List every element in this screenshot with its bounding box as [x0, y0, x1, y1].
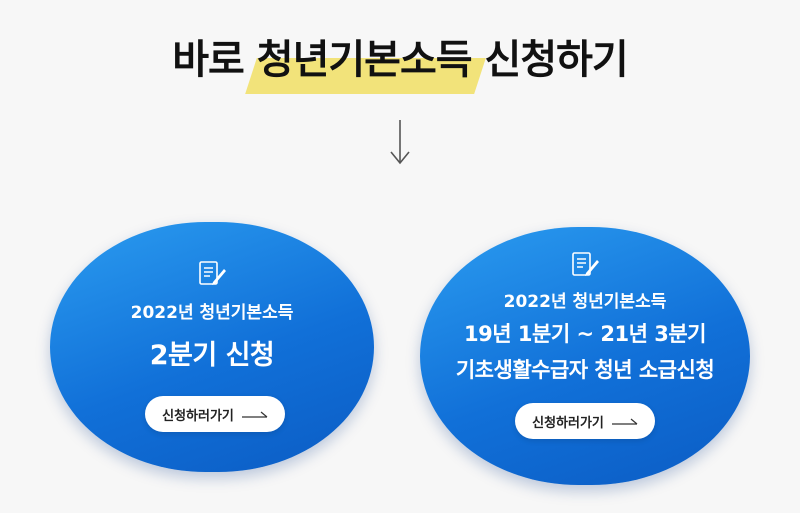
page-headline: 바로 청년기본소득 신청하기 — [0, 30, 800, 90]
document-pen-icon — [199, 261, 226, 285]
headline-highlight: 청년기본소득 — [257, 30, 473, 90]
card-period-title: 19년 1분기 ~ 21년 3분기 — [464, 322, 706, 346]
document-pen-icon — [572, 252, 599, 276]
card-year-title: 2022년 청년기본소득 — [503, 292, 667, 312]
card-main-title: 기초생활수급자 청년 소급신청 — [455, 358, 715, 382]
apply-button-label: 신청하러가기 — [532, 415, 604, 431]
headline-suffix: 신청하기 — [471, 37, 629, 83]
apply-button-label: 신청하러가기 — [162, 408, 234, 424]
apply-button[interactable]: 신청하러가기 — [145, 396, 285, 432]
apply-button[interactable]: 신청하러가기 — [515, 403, 655, 439]
card-main-title: 2분기 신청 — [149, 340, 275, 371]
arrow-right-icon — [611, 418, 638, 425]
card-retroactive-application: 2022년 청년기본소득 19년 1분기 ~ 21년 3분기 기초생활수급자 청… — [420, 227, 750, 485]
arrow-down-icon — [390, 120, 410, 165]
arrow-right-icon — [241, 411, 268, 418]
headline-prefix: 바로 — [172, 37, 257, 83]
card-quarter2-application: 2022년 청년기본소득 2분기 신청 신청하러가기 — [50, 222, 374, 472]
card-year-title: 2022년 청년기본소득 — [130, 303, 294, 323]
